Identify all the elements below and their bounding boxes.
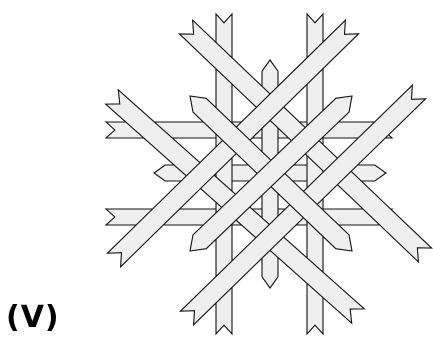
- panel-label: (V): [6, 300, 60, 336]
- strips-group: [106, 14, 432, 334]
